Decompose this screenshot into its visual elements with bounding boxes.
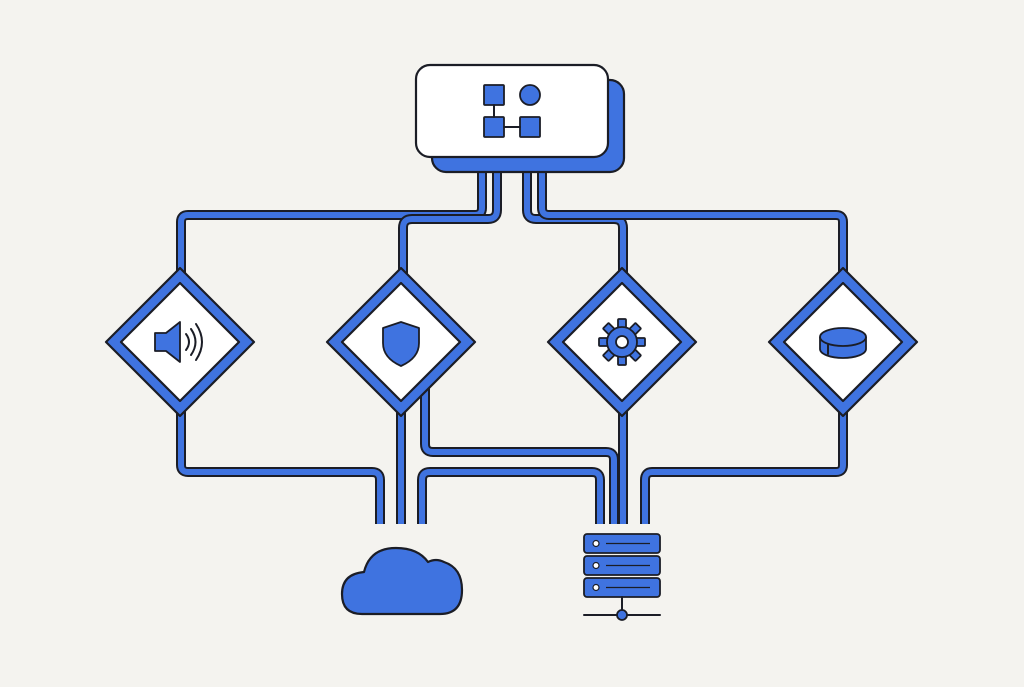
shield-icon [382, 321, 420, 367]
gear-icon [598, 318, 646, 366]
diagram-icon [483, 84, 541, 138]
edge-audio-cloud [176, 395, 385, 524]
edge-hub-database [537, 168, 848, 290]
hub-node[interactable] [414, 63, 626, 174]
edge-hub-audio [176, 168, 487, 290]
database-node[interactable] [767, 266, 919, 418]
cloud-icon [340, 546, 464, 616]
settings-node[interactable] [546, 266, 698, 418]
edge-database-server [640, 395, 848, 524]
edge-database-server-fill [642, 395, 846, 524]
edge-hub-database-fill [539, 168, 846, 290]
speaker-icon [154, 321, 203, 363]
server-icon [583, 533, 661, 621]
security-node[interactable] [325, 266, 477, 418]
database-icon [819, 327, 867, 359]
edge-settings-cloud [417, 467, 605, 524]
edge-hub-security-fill [400, 168, 500, 290]
edge-hub-audio-fill [178, 168, 485, 290]
server-node[interactable] [583, 533, 661, 621]
edge-audio-cloud-fill [178, 395, 383, 524]
cloud-node[interactable] [340, 546, 464, 616]
edge-security-server-fill [422, 385, 617, 524]
audio-node[interactable] [104, 266, 256, 418]
connectors [176, 168, 848, 524]
edge-settings-cloud-fill [419, 469, 603, 524]
